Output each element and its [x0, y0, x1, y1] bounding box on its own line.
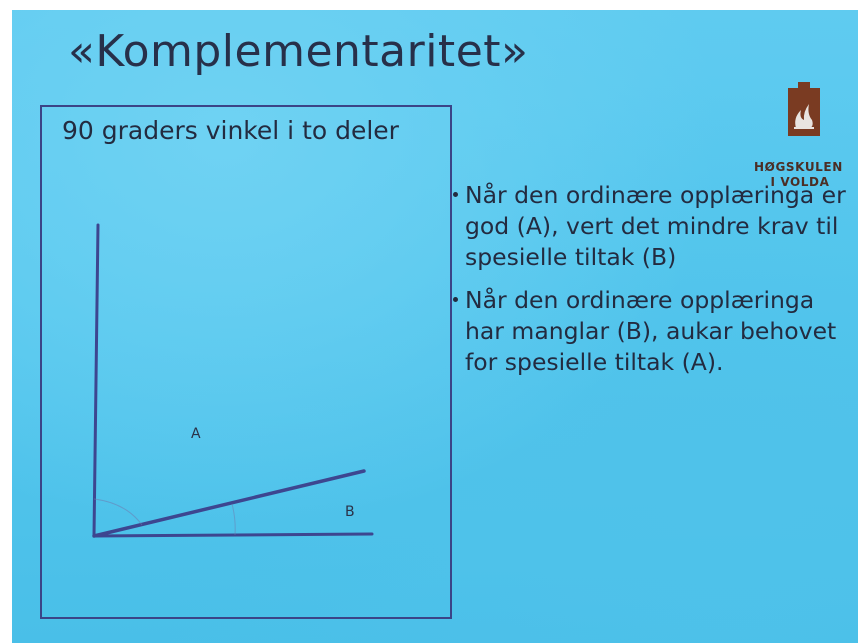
angle-diagram: A B [92, 223, 374, 538]
bullet-item: Når den ordinære opplæringa er god (A), … [452, 180, 857, 273]
bullet-dot-icon [453, 297, 458, 302]
diagram-caption: 90 graders vinkel i to deler [62, 116, 399, 145]
angle-arc-b [231, 503, 236, 536]
diagram-box: 90 graders vinkel i to deler A B [40, 105, 452, 619]
bullet-text: Når den ordinære opplæringa har manglar … [465, 286, 837, 376]
vertical-axis-line [92, 223, 100, 538]
bullet-text: Når den ordinære opplæringa er god (A), … [465, 181, 846, 271]
angle-label-b: B [345, 504, 355, 520]
bullet-item: Når den ordinære opplæringa har manglar … [452, 285, 857, 378]
presentation-slide: «Komplementaritet» 90 graders vinkel i t… [12, 10, 858, 643]
logo-text-line1: HØGSKULEN [754, 160, 843, 174]
angle-label-a: A [191, 426, 201, 442]
flame-logo-icon [788, 82, 820, 136]
dividing-ray-line [92, 469, 366, 538]
university-logo: HØGSKULEN I VOLDA [750, 78, 858, 189]
horizontal-axis-line [92, 532, 374, 538]
bullet-dot-icon [453, 192, 458, 197]
bullet-list: Når den ordinære opplæringa er god (A), … [452, 180, 857, 390]
slide-title: «Komplementaritet» [68, 26, 529, 77]
logo-text-line2: I VOLDA [770, 175, 830, 189]
angle-arc-a [93, 498, 143, 526]
